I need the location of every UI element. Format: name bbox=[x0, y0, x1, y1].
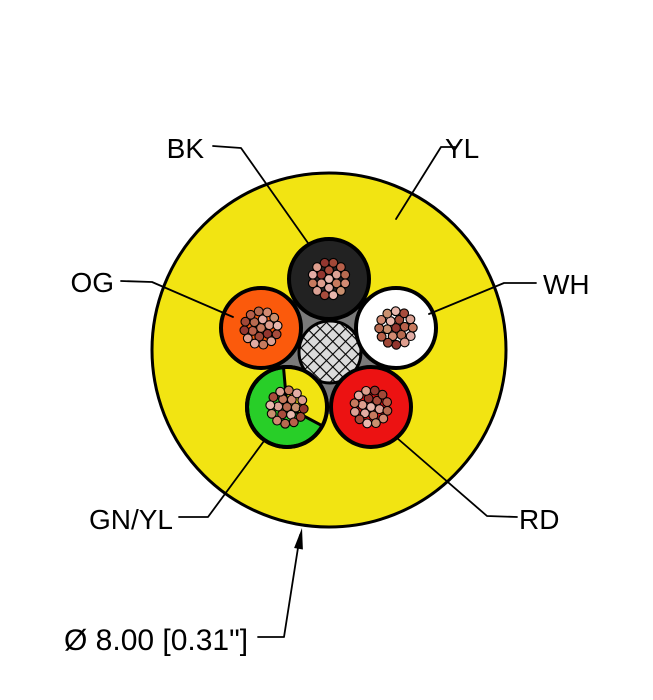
copper-strand bbox=[361, 385, 372, 396]
copper-strand bbox=[382, 405, 393, 416]
label-yl: YL bbox=[445, 133, 479, 164]
copper-strand bbox=[307, 278, 318, 289]
copper-strand bbox=[288, 417, 299, 428]
copper-strand bbox=[272, 320, 283, 331]
copper-strand bbox=[307, 269, 318, 280]
copper-strand bbox=[369, 385, 380, 396]
label-wh: WH bbox=[543, 269, 590, 300]
copper-strand bbox=[376, 314, 387, 325]
copper-strand bbox=[298, 403, 309, 414]
copper-strand bbox=[353, 390, 364, 401]
copper-strand bbox=[245, 309, 256, 320]
copper-strand bbox=[391, 339, 402, 350]
copper-strand bbox=[249, 338, 260, 349]
copper-strand bbox=[239, 325, 250, 336]
copper-strand bbox=[382, 324, 393, 335]
copper-strand bbox=[275, 386, 286, 397]
leader-line-wh bbox=[428, 282, 537, 315]
copper-strand bbox=[324, 265, 334, 276]
copper-strand bbox=[407, 322, 418, 333]
copper-strand bbox=[253, 306, 264, 317]
copper-strand bbox=[370, 418, 381, 429]
conductor-bk bbox=[287, 237, 371, 321]
copper-strand bbox=[324, 282, 334, 293]
copper-strand bbox=[265, 400, 276, 411]
copper-strand bbox=[272, 415, 283, 426]
dimension-arrowhead-icon bbox=[294, 528, 303, 550]
copper-strand bbox=[354, 414, 365, 425]
copper-strand bbox=[268, 392, 279, 403]
label-rd: RD bbox=[519, 504, 559, 535]
label-bk: BK bbox=[167, 133, 205, 164]
copper-strand bbox=[335, 285, 346, 296]
copper-strand bbox=[399, 337, 410, 348]
copper-strand bbox=[283, 385, 294, 396]
copper-strand bbox=[382, 337, 393, 348]
leader-line-og bbox=[120, 280, 234, 318]
label-diameter-dimension: Ø 8.00 [0.31"] bbox=[64, 624, 248, 657]
leader-line-bk bbox=[212, 145, 309, 244]
copper-strand bbox=[319, 257, 330, 268]
leader-line-rd bbox=[396, 437, 518, 518]
filler-crosshatch bbox=[297, 319, 363, 385]
copper-strand bbox=[405, 314, 416, 325]
copper-strand bbox=[349, 398, 360, 409]
leader-line-yl bbox=[395, 146, 456, 220]
copper-strand bbox=[362, 418, 373, 429]
copper-strand bbox=[271, 329, 282, 340]
copper-strand bbox=[254, 331, 265, 342]
copper-strand bbox=[405, 331, 416, 342]
conductor-og bbox=[219, 286, 303, 370]
copper-strand bbox=[382, 397, 393, 408]
copper-strand bbox=[390, 306, 401, 317]
copper-strand bbox=[377, 389, 388, 400]
copper-strand bbox=[335, 262, 346, 273]
conductor-outline-gnyl bbox=[245, 365, 329, 449]
copper-strand bbox=[340, 278, 351, 289]
copper-strand bbox=[340, 269, 351, 280]
copper-strand bbox=[376, 331, 387, 342]
copper-strand bbox=[280, 418, 291, 429]
copper-strand bbox=[312, 285, 323, 296]
leader-line-dimension bbox=[257, 534, 301, 638]
copper-strand bbox=[297, 395, 308, 406]
label-gnyl: GN/YL bbox=[89, 504, 173, 535]
copper-strand bbox=[399, 321, 410, 332]
conductor-gnyl bbox=[245, 365, 329, 449]
copper-strand bbox=[382, 308, 393, 319]
conductor-rd bbox=[329, 365, 413, 449]
conductors-group bbox=[219, 237, 438, 449]
conductor-wh bbox=[354, 286, 438, 370]
copper-strand bbox=[312, 262, 323, 273]
copper-strand bbox=[240, 316, 251, 327]
copper-strand bbox=[242, 333, 253, 344]
copper-strand bbox=[378, 413, 389, 424]
copper-strand bbox=[258, 339, 269, 350]
copper-strand bbox=[374, 323, 385, 334]
copper-strand bbox=[295, 411, 306, 422]
copper-strand bbox=[387, 331, 398, 342]
copper-strand bbox=[266, 408, 277, 419]
copper-strand bbox=[269, 312, 280, 323]
copper-strand bbox=[266, 336, 277, 347]
copper-strand bbox=[319, 290, 330, 301]
copper-strand bbox=[328, 290, 339, 301]
label-og: OG bbox=[70, 267, 114, 298]
copper-strand bbox=[349, 406, 360, 417]
leader-line-gnyl bbox=[178, 440, 265, 518]
